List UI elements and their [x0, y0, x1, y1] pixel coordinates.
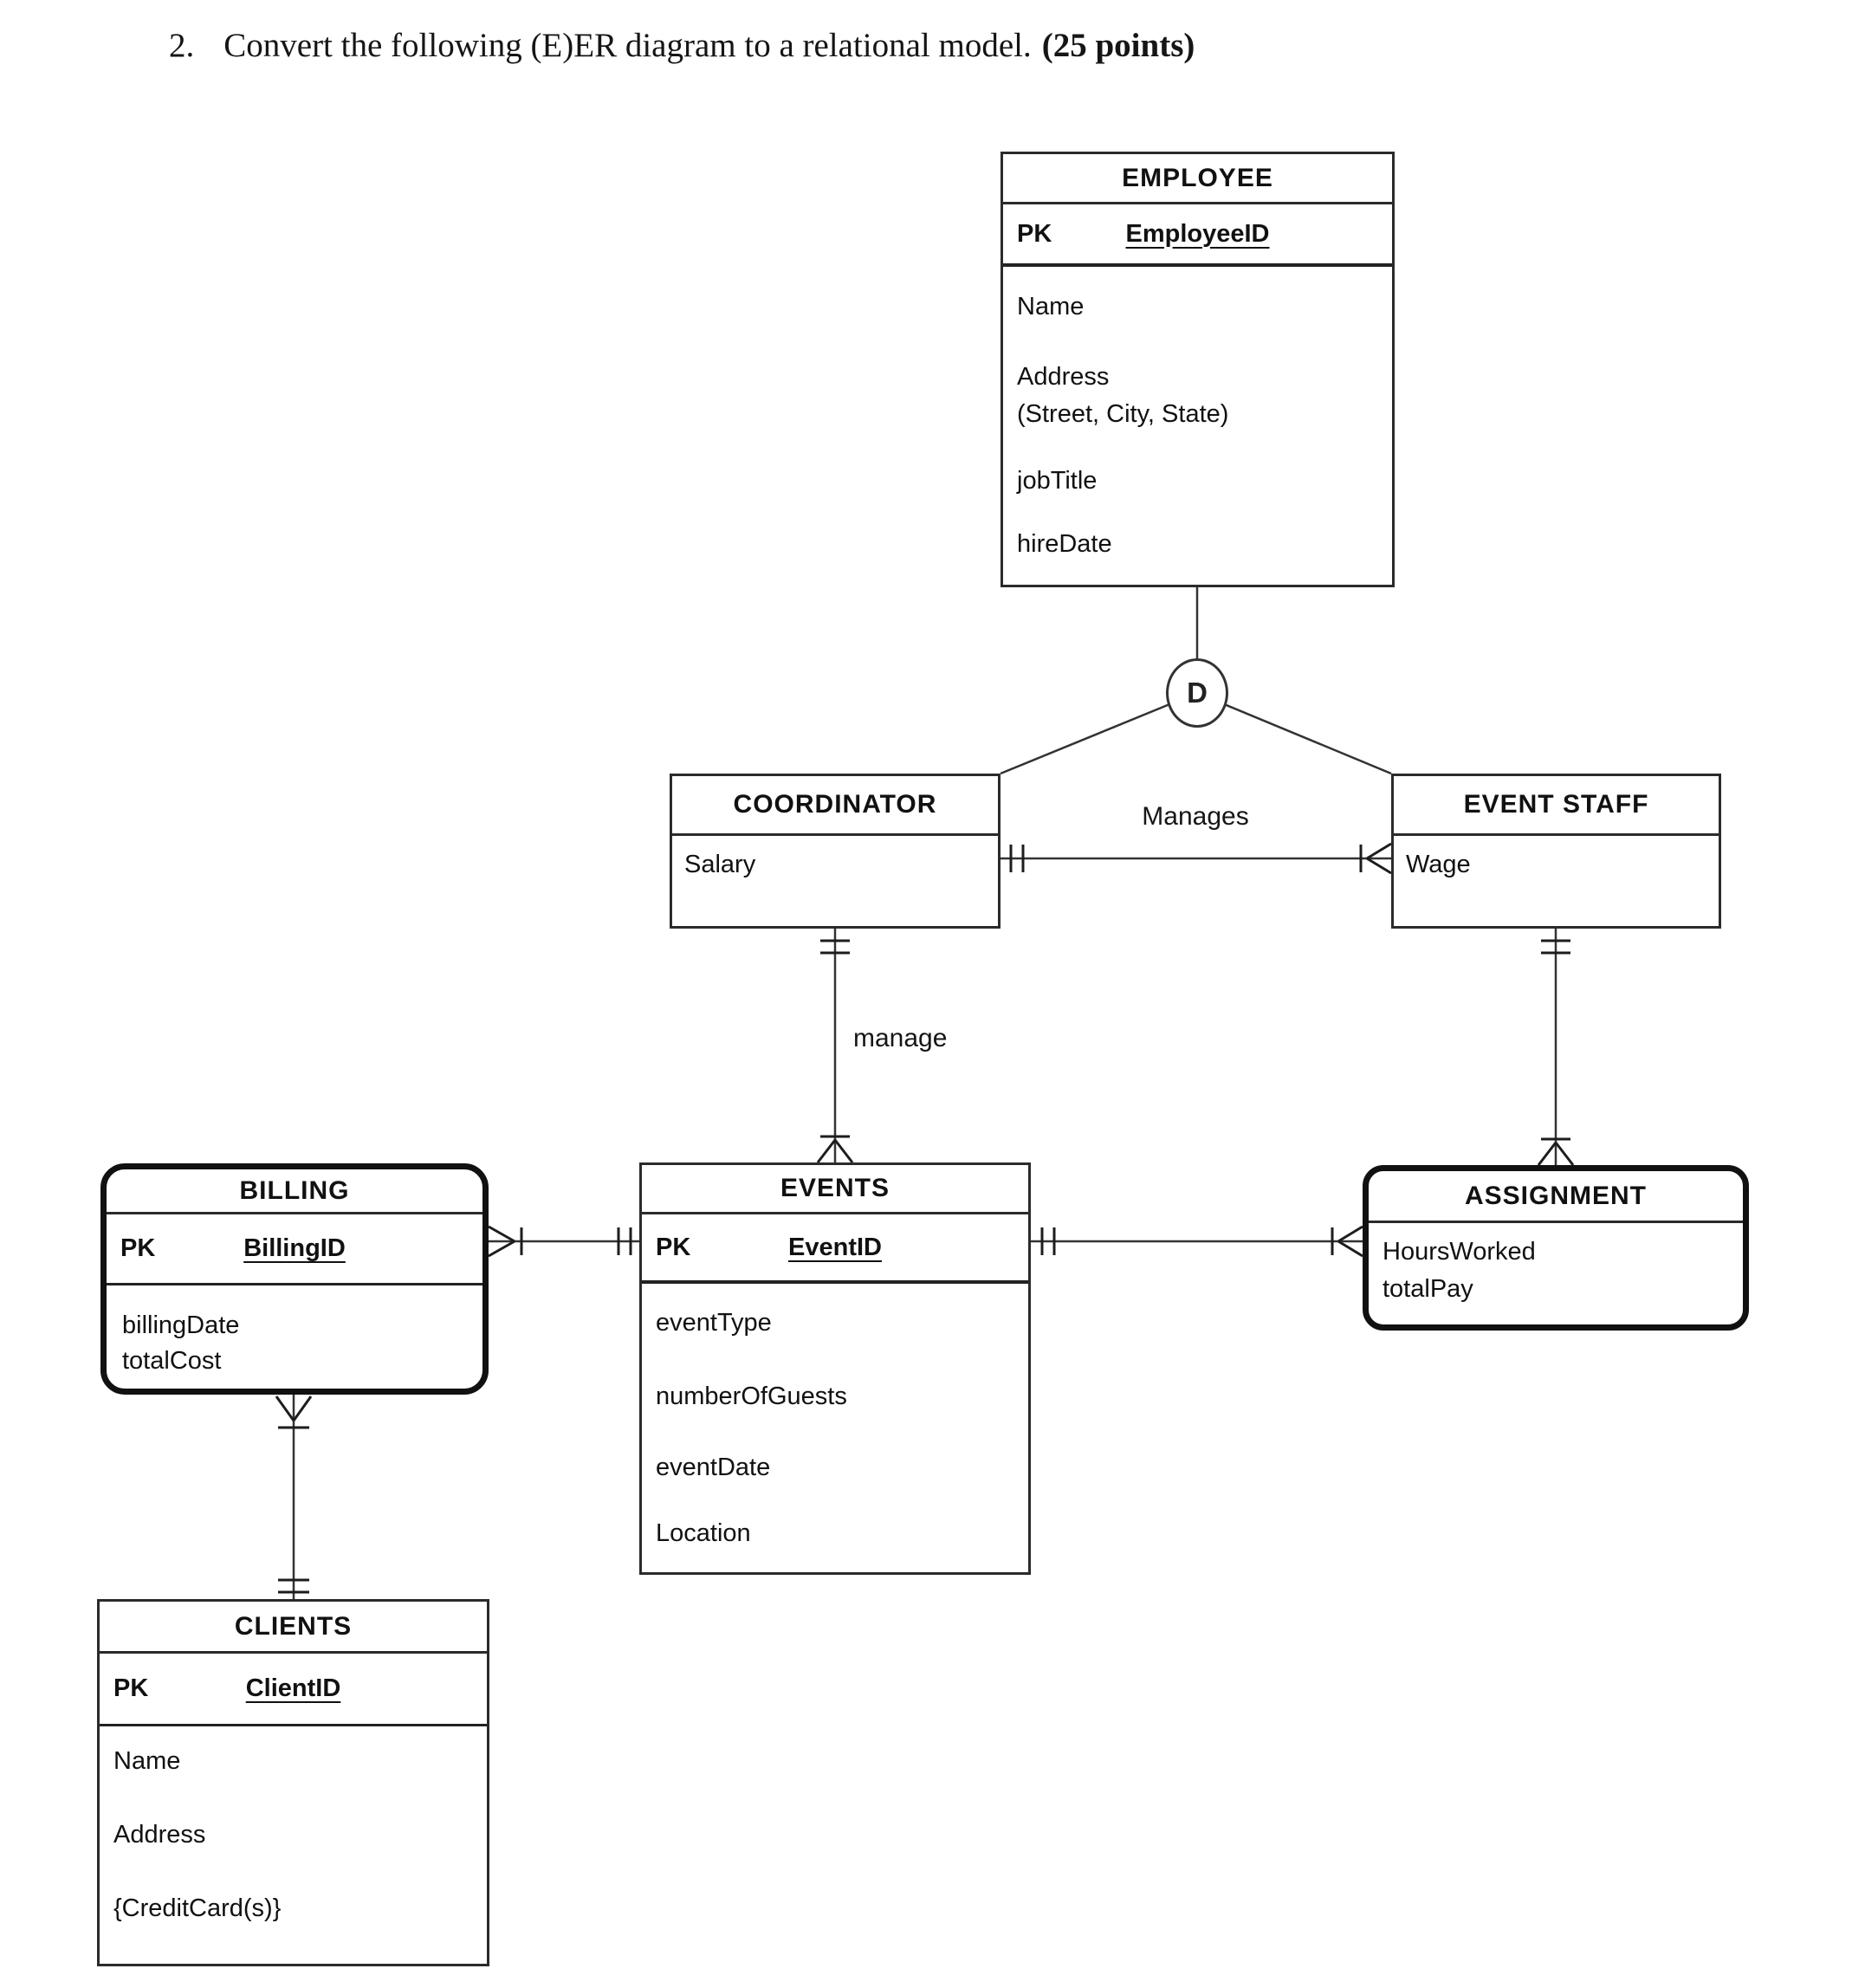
- entity-clients-pk-row: PK ClientID: [100, 1654, 487, 1726]
- entity-employee-attributes: Name Address (Street, City, State) jobTi…: [1003, 291, 1392, 560]
- attribute: Address: [113, 1821, 206, 1849]
- entity-assignment: ASSIGNMENT HoursWorked totalPay: [1363, 1165, 1749, 1331]
- manages-relationship-label: Manages: [1142, 802, 1249, 831]
- entity-employee-pk-attribute: EmployeeID: [1125, 219, 1270, 248]
- entity-employee: EMPLOYEE PK EmployeeID Name Address (Str…: [1000, 152, 1395, 587]
- entity-event-staff-title: EVENT STAFF: [1394, 776, 1719, 836]
- entity-event-staff: EVENT STAFF Wage: [1391, 774, 1721, 929]
- entity-events-pk-attribute: EventID: [788, 1233, 882, 1261]
- billing-side-crow-foot-icon: [488, 1225, 523, 1258]
- assignment-top-crow-foot-icon: [1537, 1137, 1575, 1166]
- entity-billing-pk-row: PK BillingID: [107, 1214, 482, 1285]
- entity-events-attributes: eventType numberOfGuests eventDate Locat…: [642, 1307, 1028, 1549]
- eventstaff-one-tick-icon: [1541, 939, 1570, 955]
- question-text: Convert the following (E)ER diagram to a…: [223, 27, 1032, 64]
- assignment-left-crow-foot-icon: [1331, 1225, 1363, 1258]
- entity-billing-pk-attribute: BillingID: [243, 1234, 346, 1262]
- manage-many-crow-foot-icon: [816, 1135, 854, 1163]
- attribute: totalCost: [122, 1347, 222, 1375]
- entity-billing-attributes: billingDate totalCost: [107, 1285, 482, 1379]
- entity-clients: CLIENTS PK ClientID Name Address {Credit…: [97, 1599, 489, 1966]
- manages-many-crow-foot-icon: [1359, 842, 1392, 875]
- pk-label: PK: [113, 1674, 149, 1702]
- attribute: billingDate: [122, 1311, 240, 1339]
- entity-clients-attributes: Name Address {CreditCard(s)}: [100, 1745, 487, 1924]
- clients-one-tick-icon: [278, 1578, 309, 1594]
- attribute: {CreditCard(s)}: [113, 1894, 282, 1922]
- attribute: totalPay: [1383, 1275, 1473, 1303]
- manage-one-tick-icon: [820, 939, 850, 955]
- attribute: numberOfGuests: [656, 1383, 847, 1410]
- disjoint-label: D: [1187, 677, 1208, 709]
- manages-one-tick-icon: [1009, 845, 1025, 872]
- entity-coordinator-attributes: Salary: [672, 836, 998, 880]
- events-right-one-tick-icon: [1040, 1227, 1056, 1255]
- entity-clients-title: CLIENTS: [100, 1602, 487, 1654]
- events-left-one-tick-icon: [617, 1227, 632, 1255]
- attribute: Name: [113, 1747, 181, 1775]
- attribute: Wage: [1406, 851, 1471, 878]
- entity-assignment-title: ASSIGNMENT: [1369, 1171, 1743, 1223]
- question-points: (25 points): [1041, 27, 1195, 64]
- attribute: (Street, City, State): [1017, 400, 1229, 428]
- billing-bottom-crow-foot-icon: [275, 1395, 313, 1429]
- attribute: hireDate: [1017, 530, 1112, 558]
- pk-label: PK: [120, 1234, 156, 1262]
- entity-events-title: EVENTS: [642, 1165, 1028, 1214]
- attribute: Salary: [684, 851, 756, 878]
- pk-label: PK: [1017, 219, 1052, 248]
- attribute: Name: [1017, 293, 1085, 321]
- attribute: HoursWorked: [1383, 1238, 1536, 1266]
- entity-employee-title: EMPLOYEE: [1003, 154, 1392, 204]
- disjoint-eventstaff-line: [1196, 691, 1392, 775]
- attribute: Address: [1017, 363, 1110, 391]
- manage-relationship-label: manage: [853, 1024, 948, 1052]
- entity-assignment-attributes: HoursWorked totalPay: [1369, 1223, 1743, 1308]
- entity-events: EVENTS PK EventID eventType numberOfGues…: [639, 1162, 1031, 1575]
- entity-employee-pk-row: PK EmployeeID: [1003, 204, 1392, 267]
- entity-coordinator-title: COORDINATOR: [672, 776, 998, 836]
- entity-billing-title: BILLING: [107, 1169, 482, 1214]
- entity-event-staff-attributes: Wage: [1394, 836, 1719, 880]
- entity-billing: BILLING PK BillingID billingDate totalCo…: [100, 1163, 489, 1395]
- entity-clients-pk-attribute: ClientID: [245, 1674, 341, 1702]
- entity-coordinator: COORDINATOR Salary: [670, 774, 1000, 929]
- question-number: 2.: [169, 27, 195, 64]
- disjoint-specialization-circle: D: [1166, 658, 1228, 728]
- attribute: eventType: [656, 1309, 772, 1337]
- entity-events-pk-row: PK EventID: [642, 1214, 1028, 1284]
- pk-label: PK: [656, 1233, 691, 1261]
- attribute: jobTitle: [1017, 467, 1098, 495]
- question-heading: 2. Convert the following (E)ER diagram to…: [169, 26, 1195, 65]
- disjoint-coordinator-line: [1000, 691, 1198, 775]
- attribute: Location: [656, 1519, 751, 1547]
- attribute: eventDate: [656, 1454, 771, 1481]
